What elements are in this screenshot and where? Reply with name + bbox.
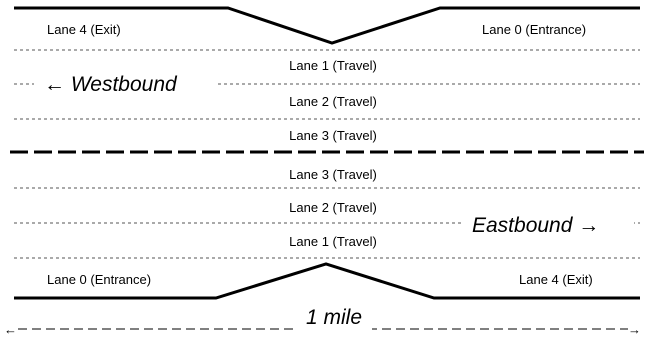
- eastbound-lane2-label: Lane 2 (Travel): [289, 200, 377, 215]
- westbound-direction-label: ← Westbound: [44, 73, 178, 96]
- scale-arrow-right: →: [628, 322, 641, 337]
- westbound-lane3-label: Lane 3 (Travel): [289, 128, 377, 143]
- westbound-lane1-label: Lane 1 (Travel): [289, 58, 377, 73]
- eastbound-direction-backdrop: [462, 209, 634, 239]
- westbound-lane2-label: Lane 2 (Travel): [289, 94, 377, 109]
- eastbound-exit-lane-label: Lane 4 (Exit): [519, 272, 593, 287]
- westbound-outer-edge: [14, 6, 640, 45]
- westbound-direction-backdrop: [34, 68, 216, 98]
- eastbound-entrance-lane-label: Lane 0 (Entrance): [47, 272, 151, 287]
- westbound-label-backdrop-lane1: [272, 56, 394, 73]
- eastbound-outer-edge: [14, 262, 640, 300]
- westbound-exit-lane-label: Lane 4 (Exit): [47, 22, 121, 37]
- scale-label-backdrop: [296, 303, 372, 333]
- eastbound-lane1-label: Lane 1 (Travel): [289, 234, 377, 249]
- westbound-entrance-lane-label: Lane 0 (Entrance): [482, 22, 586, 37]
- eastbound-direction-label: Eastbound →: [472, 214, 599, 237]
- eastbound-lane3-label: Lane 3 (Travel): [289, 167, 377, 182]
- scale-arrow-left: ←: [4, 322, 17, 337]
- eastbound-label-backdrop-lane2: [272, 197, 394, 215]
- scale-label: 1 mile: [306, 306, 362, 329]
